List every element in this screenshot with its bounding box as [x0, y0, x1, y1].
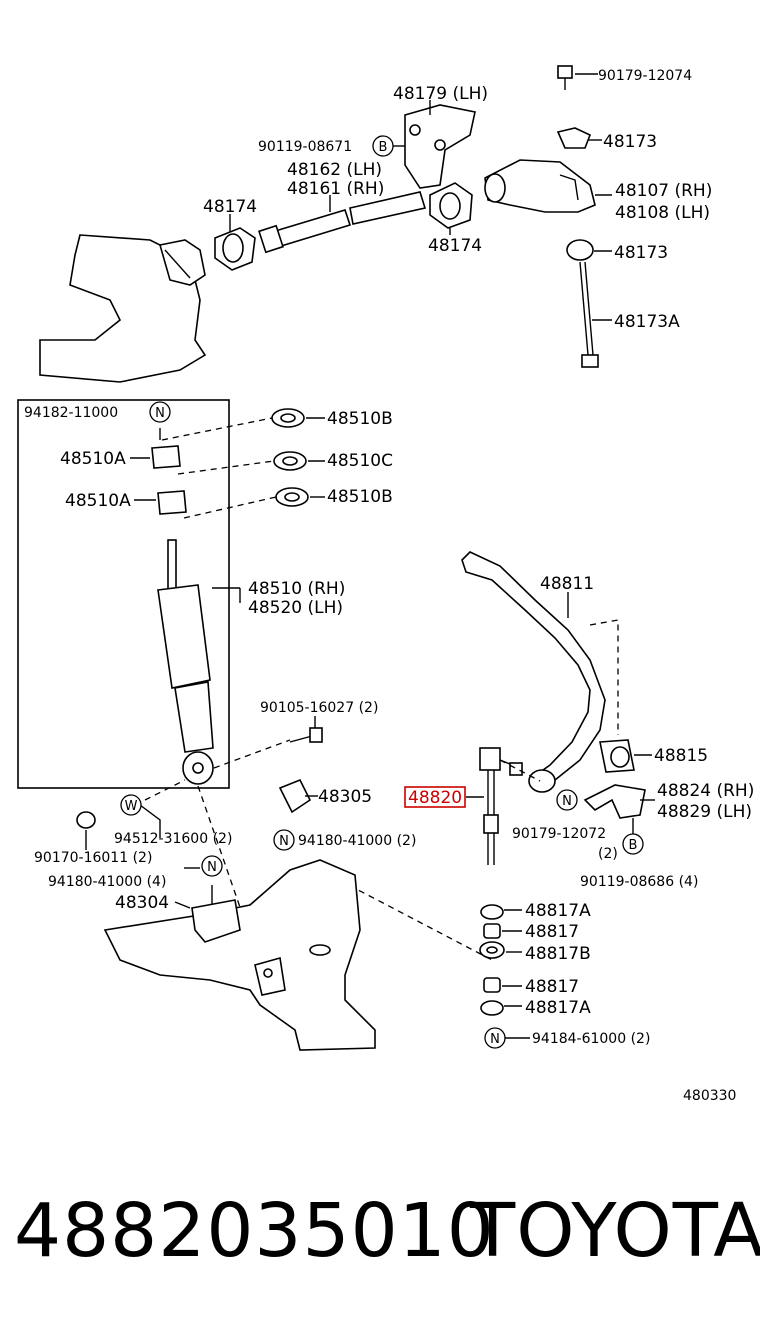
- retainer-48817A-1: [480, 904, 504, 920]
- label-48510C: 48510C: [327, 451, 393, 471]
- part-number-caption: 4882035010: [14, 1188, 495, 1274]
- marker-w: W: [125, 799, 138, 814]
- bushing-48815: [599, 739, 635, 773]
- label-48817A-2: 48817A: [525, 998, 591, 1018]
- diagram-ref-code: 480330: [683, 1088, 736, 1104]
- torsion-bar-bracket-48179: [404, 104, 476, 189]
- marker-b-1: B: [379, 140, 388, 155]
- label-48815: 48815: [654, 746, 708, 766]
- label-90179-12072: 90179-12072: [512, 826, 606, 842]
- label-90170-16011: 90170-16011 (2): [34, 850, 152, 866]
- bumper-48304: [191, 885, 241, 943]
- nut-90170: [76, 811, 96, 829]
- cushion-48817-1: [483, 923, 501, 939]
- label-48174-left: 48174: [203, 197, 257, 217]
- label-48162: 48162 (LH): [287, 160, 382, 180]
- label-94512-31600: 94512-31600 (2): [114, 831, 232, 847]
- bushing-48174-left: [214, 227, 256, 271]
- retainer-48510C: [273, 451, 307, 471]
- marker-n-3: N: [207, 860, 217, 875]
- label-48174-right: 48174: [428, 236, 482, 256]
- bumper-48305: [278, 778, 312, 814]
- stabilizer-bar-48811: [461, 551, 606, 793]
- highlight-box: [404, 786, 466, 808]
- marker-b-2: B: [629, 838, 638, 853]
- label-48811: 48811: [540, 574, 594, 594]
- label-48824: 48824 (RH): [657, 781, 754, 801]
- label-48305: 48305: [318, 787, 372, 807]
- cushion-48173-top: [556, 127, 592, 149]
- bolt-90105: [289, 727, 323, 743]
- label-90119-08686: 90119-08686 (4): [580, 874, 698, 890]
- label-48510A-2: 48510A: [65, 491, 131, 511]
- label-48161: 48161 (RH): [287, 179, 384, 199]
- label-48173A: 48173A: [614, 312, 680, 332]
- label-48304: 48304: [115, 893, 169, 913]
- bolt-90179-12074: [557, 65, 573, 90]
- marker-n-4: N: [562, 794, 572, 809]
- label-48510: 48510 (RH): [248, 579, 345, 599]
- label-48820-highlighted: 48820: [408, 788, 462, 808]
- frame-bottom: [103, 859, 376, 1051]
- marker-n-1: N: [155, 406, 165, 421]
- retainer-48817A-2: [480, 1000, 504, 1016]
- frame-top-left: [39, 234, 207, 383]
- label-48817-2: 48817: [525, 977, 579, 997]
- cushion-48173-mid: [566, 239, 594, 261]
- parts-diagram: N: [17, 65, 754, 1104]
- bolt-48173A: [579, 261, 599, 368]
- arm-48107: [484, 159, 596, 213]
- shock-kit-box: [17, 399, 230, 789]
- cushion-48510A-2: [157, 490, 187, 515]
- retainer-48510B-1: [271, 408, 305, 428]
- label-94180-41000-a: 94180-41000 (2): [298, 833, 416, 849]
- label-48108: 48108 (LH): [615, 203, 710, 223]
- brand-caption: TOYOTA: [470, 1188, 760, 1274]
- label-48817-1: 48817: [525, 922, 579, 942]
- label-48829: 48829 (LH): [657, 802, 752, 822]
- label-48510B-1: 48510B: [327, 409, 393, 429]
- label-90179-12074: 90179-12074: [598, 68, 692, 84]
- label-48179: 48179 (LH): [393, 84, 488, 104]
- bracket-48824: [583, 784, 646, 819]
- marker-n-2: N: [279, 834, 289, 849]
- torsion-bar-48161: [258, 191, 427, 254]
- retainer-48817B: [479, 941, 505, 959]
- label-48107: 48107 (RH): [615, 181, 712, 201]
- label-48173-mid: 48173: [614, 243, 668, 263]
- bushing-48174-right: [429, 182, 473, 229]
- label-48173-top: 48173: [603, 132, 657, 152]
- label-94184-61000: 94184-61000 (2): [532, 1031, 650, 1047]
- stabilizer-link-48820: [479, 747, 523, 865]
- label-48510B-2: 48510B: [327, 487, 393, 507]
- label-90119-08671: 90119-08671: [258, 139, 352, 155]
- label-90105-16027: 90105-16027 (2): [260, 700, 378, 716]
- label-90179-12072-qty: (2): [598, 846, 618, 862]
- cushion-48817-2: [483, 977, 501, 993]
- marker-n-5: N: [490, 1032, 500, 1047]
- label-48510A-1: 48510A: [60, 449, 126, 469]
- label-48520: 48520 (LH): [248, 598, 343, 618]
- label-94182-11000: 94182-11000: [24, 405, 118, 421]
- label-94180-41000-b: 94180-41000 (4): [48, 874, 166, 890]
- label-48817A-1: 48817A: [525, 901, 591, 921]
- label-48817B: 48817B: [525, 944, 591, 964]
- shock-absorber-48510: [157, 539, 214, 785]
- retainer-48510B-2: [275, 487, 309, 507]
- cushion-48510A-1: [151, 445, 181, 469]
